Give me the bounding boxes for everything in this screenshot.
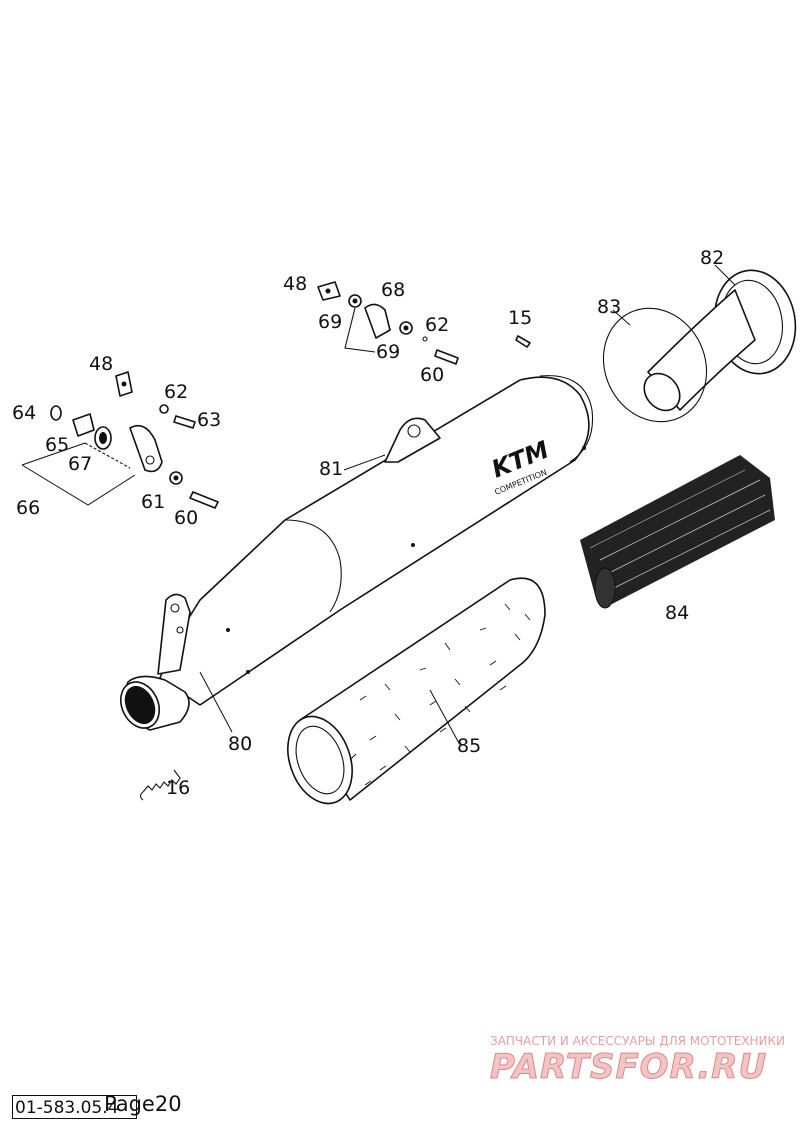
callout-65: 65	[45, 434, 69, 456]
upper-bracket-set	[317, 281, 531, 365]
callout-66: 66	[16, 497, 40, 519]
gasket-83	[602, 307, 708, 423]
left-mount-set	[21, 371, 219, 509]
callout-63: 63	[197, 409, 221, 431]
callout-82: 82	[700, 247, 724, 269]
callout-15: 15	[508, 307, 532, 329]
insulation-tube-85	[287, 577, 546, 805]
callout-69-left: 69	[318, 311, 342, 333]
watermark-logo: PARTSFOR.RU	[490, 1047, 767, 1087]
callout-83: 83	[597, 296, 621, 318]
footer-part-code: 01-583.05.4	[12, 1095, 137, 1119]
footer-page-number: Page20	[104, 1092, 182, 1116]
callout-60-left: 60	[174, 507, 198, 529]
callout-16: 16	[166, 777, 190, 799]
callout-48-left: 48	[89, 353, 113, 375]
silencer-body: KTM COMPETITION	[159, 375, 594, 706]
watermark-tagline: ЗАПЧАСТИ И АКСЕССУАРЫ ДЛЯ МОТОТЕХНИКИ	[490, 1034, 785, 1048]
callout-84: 84	[665, 602, 689, 624]
callout-68: 68	[381, 279, 405, 301]
callout-85: 85	[457, 735, 481, 757]
callouts: 48 68 69 69 62 60 15 82 83 48 62 64 63 6…	[12, 247, 724, 799]
callout-62-left: 62	[164, 381, 188, 403]
callout-62-top: 62	[425, 314, 449, 336]
watermark: ЗАПЧАСТИ И АКСЕССУАРЫ ДЛЯ МОТОТЕХНИКИ PA…	[490, 1034, 786, 1088]
callout-80: 80	[228, 733, 252, 755]
callout-67: 67	[68, 453, 92, 475]
leader-lines	[199, 264, 736, 746]
silencer-inlet	[119, 593, 191, 731]
callout-69-right: 69	[376, 341, 400, 363]
callout-64: 64	[12, 402, 36, 424]
callout-60-top: 60	[420, 364, 444, 386]
silencer-packing-84	[580, 455, 775, 609]
callout-81: 81	[319, 458, 343, 480]
callout-48-top: 48	[283, 273, 307, 295]
spring-16	[139, 769, 181, 801]
callout-61: 61	[141, 491, 165, 513]
end-cap-82	[643, 269, 797, 412]
